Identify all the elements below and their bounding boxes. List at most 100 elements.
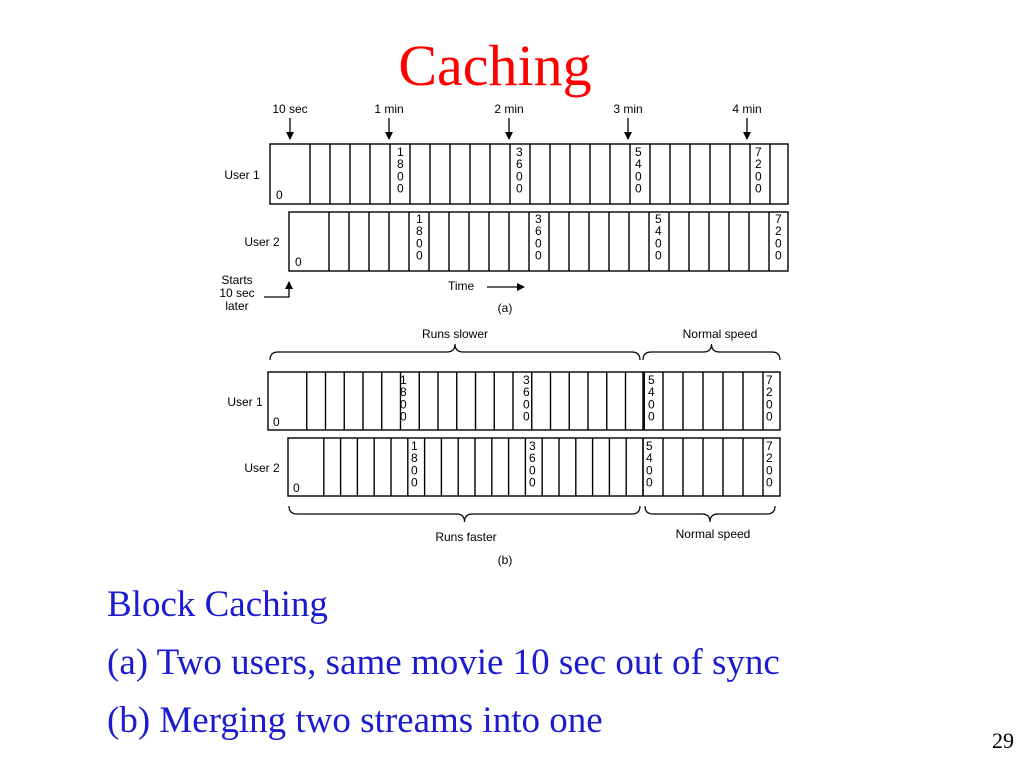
block-digit: 1 — [397, 145, 404, 159]
block-digit: 0 — [516, 182, 523, 196]
user2-blocks-b — [287, 437, 781, 497]
caption-block-caching: Block Caching — [107, 584, 328, 625]
block-digit: 8 — [416, 224, 423, 238]
time-marker-label: 10 sec — [272, 102, 307, 116]
block-row-frame — [288, 211, 789, 272]
start-note-line: 10 sec — [219, 286, 254, 300]
block-digit: 0 — [523, 397, 530, 411]
block-digit: 7 — [766, 439, 773, 453]
block-digit: 3 — [516, 145, 523, 159]
block-digit: 0 — [523, 410, 530, 424]
block-label-0: 0 — [273, 415, 280, 429]
block-digit: 4 — [635, 157, 642, 171]
block-digit: 7 — [766, 373, 773, 387]
block-digit: 5 — [655, 212, 662, 226]
panel-label-a: (a) — [498, 301, 513, 315]
brace-normal-speed-bottom — [644, 505, 776, 523]
brace-runs-slower — [269, 343, 641, 361]
block-digit: 0 — [416, 236, 423, 250]
block-digit: 0 — [416, 249, 423, 263]
block-digit: 3 — [523, 373, 530, 387]
block-digit: 8 — [411, 451, 418, 465]
block-digit: 0 — [655, 249, 662, 263]
block-digit: 8 — [400, 385, 407, 399]
time-marker-label: 4 min — [732, 102, 761, 116]
block-digit: 5 — [646, 439, 653, 453]
block-digit: 0 — [400, 397, 407, 411]
block-digit: 0 — [755, 182, 762, 196]
block-row-frame — [287, 437, 781, 497]
time-marker-label: 3 min — [613, 102, 642, 116]
block-digit: 7 — [755, 145, 762, 159]
row-label-user2-b: User 2 — [244, 461, 280, 475]
brace-runs-faster — [288, 505, 641, 523]
block-digit: 4 — [646, 451, 653, 465]
block-digit: 3 — [535, 212, 542, 226]
block-digit: 8 — [397, 157, 404, 171]
row-label-user2-a: User 2 — [244, 235, 280, 249]
block-row-frame — [267, 371, 781, 431]
start-note-arrow — [264, 281, 293, 298]
panel-label-b: (b) — [498, 553, 513, 567]
brace-label-normal-speed-top: Normal speed — [683, 327, 758, 341]
slide-title: Caching — [398, 33, 592, 98]
block-digit: 2 — [775, 224, 782, 238]
block-digit: 1 — [416, 212, 423, 226]
block-digit: 3 — [529, 439, 536, 453]
block-digit: 0 — [646, 463, 653, 477]
brace-label-runs-faster: Runs faster — [435, 530, 496, 544]
block-digit: 0 — [535, 249, 542, 263]
user1-blocks-a — [269, 143, 789, 205]
caption-part-b: (b) Merging two streams into one — [107, 700, 603, 741]
row-label-user1-b: User 1 — [227, 395, 263, 409]
block-digit: 0 — [411, 476, 418, 490]
block-digit: 0 — [516, 169, 523, 183]
time-marker-label: 2 min — [494, 102, 523, 116]
block-digit: 0 — [529, 463, 536, 477]
brace-label-runs-slower: Runs slower — [422, 327, 488, 341]
block-digit: 7 — [775, 212, 782, 226]
block-digit: 0 — [766, 476, 773, 490]
block-digit: 0 — [766, 463, 773, 477]
block-digit: 0 — [648, 397, 655, 411]
block-digit: 6 — [523, 385, 530, 399]
block-digit: 0 — [397, 182, 404, 196]
brace-label-normal-speed-bottom: Normal speed — [676, 527, 751, 541]
block-digit: 0 — [529, 476, 536, 490]
block-digit: 0 — [648, 410, 655, 424]
caption-part-a: (a) Two users, same movie 10 sec out of … — [107, 642, 780, 683]
block-digit: 6 — [516, 157, 523, 171]
block-digit: 4 — [648, 385, 655, 399]
block-digit: 0 — [635, 182, 642, 196]
block-digit: 1 — [411, 439, 418, 453]
block-label-0: 0 — [276, 188, 283, 202]
block-digit: 0 — [411, 463, 418, 477]
block-digit: 6 — [535, 224, 542, 238]
row-label-user1-a: User 1 — [224, 168, 260, 182]
block-digit: 2 — [766, 385, 773, 399]
block-label-0: 0 — [293, 481, 300, 495]
block-digit: 6 — [529, 451, 536, 465]
brace-normal-speed-top — [642, 343, 781, 361]
block-digit: 0 — [400, 410, 407, 424]
block-digit: 2 — [766, 451, 773, 465]
time-marker-label: 1 min — [374, 102, 403, 116]
block-label-0: 0 — [295, 255, 302, 269]
block-digit: 0 — [755, 169, 762, 183]
block-digit: 0 — [635, 169, 642, 183]
time-axis-label: Time — [448, 279, 475, 293]
block-digit: 0 — [775, 236, 782, 250]
